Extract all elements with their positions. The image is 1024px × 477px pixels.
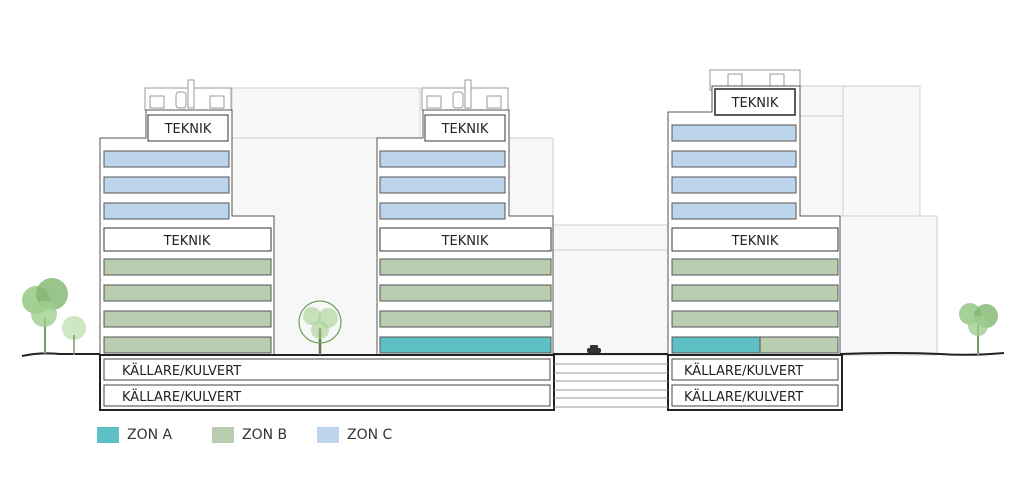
ground-line xyxy=(21,352,1005,357)
teknik-label-b1-top: TEKNIK xyxy=(164,122,212,137)
zon-a-floors xyxy=(379,336,761,354)
teknik-label-b3-top: TEKNIK xyxy=(731,96,779,111)
tree-left-icon xyxy=(22,278,86,355)
kallare-label-b3-lower: KÄLLARE/KULVERT xyxy=(684,389,803,405)
kallare-label-b3-upper: KÄLLARE/KULVERT xyxy=(684,363,803,379)
kallare-label-b1-upper: KÄLLARE/KULVERT xyxy=(122,363,241,379)
kallare-label-b1-lower: KÄLLARE/KULVERT xyxy=(122,389,241,405)
basements xyxy=(99,354,843,411)
legend-swatch-zon-b xyxy=(212,427,234,443)
legend-zon-c: ZON C xyxy=(317,425,392,445)
teknik-label-b1-mid: TEKNIK xyxy=(163,234,211,249)
teknik-label-b3-mid: TEKNIK xyxy=(731,234,779,249)
legend-label-zon-c: ZON C xyxy=(347,427,393,443)
teknik-label-b2-top: TEKNIK xyxy=(441,122,489,137)
legend-label-zon-b: ZON B xyxy=(242,427,288,443)
tree-right-icon xyxy=(959,303,998,355)
legend-label-zon-a: ZON A xyxy=(127,427,173,443)
zon-b-floors xyxy=(103,258,839,354)
zon-c-floors xyxy=(103,124,797,220)
legend-zon-a: ZON A xyxy=(97,425,172,445)
car-icon xyxy=(587,345,601,353)
legend-swatch-zon-c xyxy=(317,427,339,443)
tree-courtyard-icon xyxy=(298,300,342,355)
legend-swatch-zon-a xyxy=(97,427,119,443)
rooftop-units xyxy=(144,69,801,111)
legend-zon-b: ZON B xyxy=(212,425,287,445)
teknik-label-b2-mid: TEKNIK xyxy=(441,234,489,249)
teknik-boxes xyxy=(103,88,839,252)
